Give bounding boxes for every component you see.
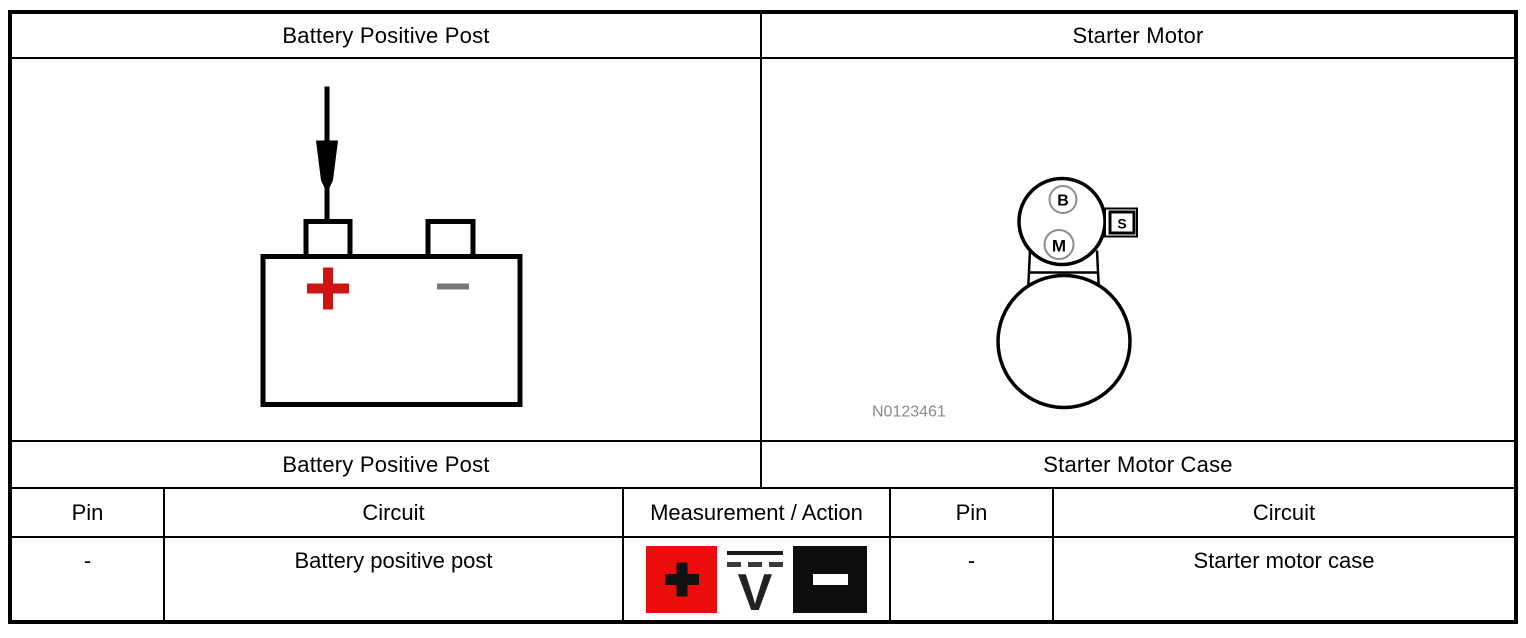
cell-measurement-action: V: [624, 538, 891, 620]
cell-circuit-left: Battery positive post: [165, 538, 624, 620]
battery-figure-cell: [12, 59, 762, 440]
measurement-icon-group: V: [646, 546, 867, 613]
dc-voltage-icon: V: [727, 551, 783, 613]
left-caption-cell: Battery Positive Post: [12, 442, 762, 487]
header-circuit-right: Circuit: [1252, 499, 1316, 525]
pin-table-header-row: Pin Circuit Measurement / Action Pin Cir…: [12, 489, 1514, 538]
header-circuit-left: Circuit: [165, 489, 624, 536]
terminal-b-ring: [1048, 185, 1078, 214]
voltage-letter: V: [738, 564, 773, 613]
terminal-m-ring: [1043, 229, 1075, 260]
cell-circuit-right: Starter motor case: [1193, 548, 1375, 573]
right-panel-title: Starter Motor: [1072, 22, 1204, 48]
starter-motor-figure-cell: B M S N0123461: [762, 59, 1514, 440]
battery-body: [260, 254, 523, 407]
figure-number-label: N0123461: [872, 404, 946, 421]
pin-table-data-row: - Battery positive post: [12, 538, 1514, 620]
motor-case-circle: [996, 273, 1132, 410]
battery-negative-post-terminal: [425, 219, 476, 260]
figure-row: B M S N0123461: [12, 59, 1514, 442]
negative-lead-icon: [793, 546, 867, 613]
probe-tip-icon: [316, 140, 338, 193]
right-title-cell: Starter Motor: [762, 14, 1514, 57]
caption-row: Battery Positive Post Starter Motor Case: [12, 442, 1514, 489]
cell-pin-left: -: [12, 538, 165, 620]
header-pin-right: Pin: [891, 489, 1054, 536]
right-panel-caption: Starter Motor Case: [1043, 451, 1233, 477]
starter-motor-figure: B M S N0123461: [872, 176, 1138, 421]
header-measurement-action: Measurement / Action: [624, 489, 891, 536]
positive-lead-icon: [646, 546, 717, 613]
cell-pin-right: -: [891, 538, 1054, 620]
left-panel-title: Battery Positive Post: [282, 22, 490, 48]
header-pin-left: Pin: [12, 489, 165, 536]
terminal-b-label: B: [1057, 193, 1069, 210]
battery-positive-post-terminal: [303, 219, 353, 260]
left-title-cell: Battery Positive Post: [12, 14, 762, 57]
test-diagram-table: Battery Positive Post Starter Motor: [8, 10, 1518, 624]
left-panel-caption: Battery Positive Post: [282, 451, 490, 477]
battery-probe-figure: [260, 86, 523, 407]
battery-plus-icon: [307, 267, 349, 310]
terminal-s-box: [1108, 210, 1136, 235]
terminal-m-label: M: [1052, 237, 1066, 256]
terminal-s-label: S: [1117, 216, 1126, 232]
right-caption-cell: Starter Motor Case: [762, 442, 1514, 487]
title-row: Battery Positive Post Starter Motor: [12, 14, 1514, 59]
